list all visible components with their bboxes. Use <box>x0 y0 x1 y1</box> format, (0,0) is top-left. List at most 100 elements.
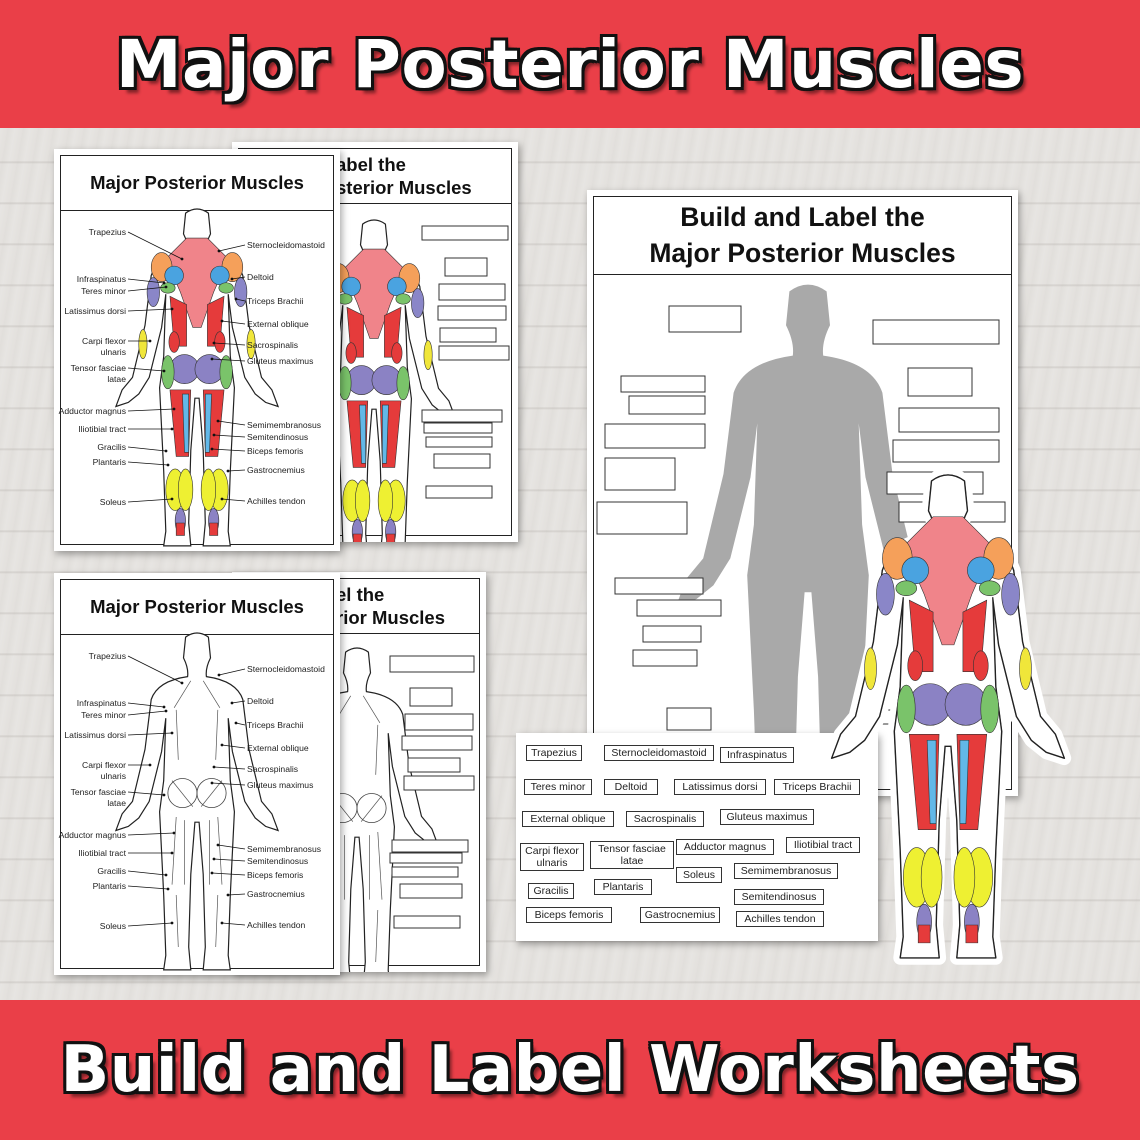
label-right: External oblique <box>247 319 309 329</box>
label-left: Latissimus dorsi <box>64 306 126 316</box>
word-tile[interactable]: Soleus <box>676 867 722 883</box>
answer-box <box>628 395 706 415</box>
word-tile[interactable]: Triceps Brachii <box>774 779 860 795</box>
label-left: Iliotibial tract <box>78 848 126 858</box>
answer-box <box>604 423 706 449</box>
word-tile[interactable]: Infraspinatus <box>720 747 794 763</box>
word-tile[interactable]: Tensor fasciae latae <box>590 841 674 869</box>
label-left: Adductor magnus <box>59 406 126 416</box>
label-left: Infraspinatus <box>77 274 126 284</box>
answer-box <box>642 625 702 643</box>
answer-box <box>425 436 493 448</box>
answer-box <box>391 839 469 853</box>
answer-box <box>882 653 934 671</box>
answer-boxes <box>596 305 1006 731</box>
label-right: Biceps femoris <box>247 870 303 880</box>
answer-box <box>389 655 475 673</box>
answer-boxes <box>389 655 475 929</box>
answer-box <box>892 439 1000 463</box>
label-left: ulnaris <box>101 771 126 781</box>
answer-box <box>399 883 463 899</box>
word-tile[interactable]: External oblique <box>522 811 614 827</box>
label-right: Triceps Brachii <box>247 720 304 730</box>
word-tile[interactable]: Iliotibial tract <box>786 837 860 853</box>
answer-box <box>596 501 688 535</box>
answer-box <box>872 319 1000 345</box>
label-right: Semimembranosus <box>247 420 321 430</box>
answer-box <box>907 367 973 397</box>
word-tile[interactable]: Plantaris <box>594 879 652 895</box>
label-right: Gluteus maximus <box>247 780 313 790</box>
answer-box <box>898 407 1000 433</box>
word-tile[interactable]: Achilles tendon <box>736 911 824 927</box>
word-tile[interactable]: Sternocleidomastoid <box>604 745 714 761</box>
label-right: Sacrospinalis <box>247 340 298 350</box>
word-tile[interactable]: Gluteus maximus <box>720 809 814 825</box>
label-worksheet-title: abel the sterior Muscles <box>238 148 512 204</box>
build-worksheet-title: Build and Label the Major Posterior Musc… <box>593 196 1012 275</box>
word-tile[interactable]: Gastrocnemius <box>640 907 720 923</box>
answer-box <box>668 305 742 333</box>
bottom-banner-title: Build and Label Worksheets <box>60 1033 1080 1107</box>
answer-box <box>437 305 507 321</box>
word-tile[interactable]: Semitendinosus <box>734 889 824 905</box>
answer-box <box>620 375 706 393</box>
label-left: Trapezius <box>89 227 126 237</box>
label-left: Latissimus dorsi <box>64 730 126 740</box>
word-tile[interactable]: Gracilis <box>528 883 574 899</box>
label-left: Adductor magnus <box>59 830 126 840</box>
answer-box <box>439 327 497 343</box>
answer-box <box>886 627 940 645</box>
label-left: Teres minor <box>81 710 126 720</box>
word-tile[interactable]: Biceps femoris <box>526 907 612 923</box>
label-left: Carpi flexor <box>82 760 126 770</box>
answer-box <box>421 225 509 241</box>
label-right: Gastrocnemius <box>247 465 305 475</box>
answer-box <box>423 422 493 434</box>
build-and-label-worksheet: Build and Label the Major Posterior Musc… <box>587 190 1018 796</box>
label-right: Biceps femoris <box>247 446 303 456</box>
answer-box <box>614 577 704 595</box>
label-left: Soleus <box>100 497 126 507</box>
label-right: Sternocleidomastoid <box>247 240 325 250</box>
word-tile[interactable]: Teres minor <box>524 779 592 795</box>
answer-box <box>393 915 461 929</box>
label-right: Achilles tendon <box>247 920 306 930</box>
answer-box <box>444 257 488 277</box>
top-banner: Major Posterior Muscles <box>0 0 1140 128</box>
label-right: Triceps Brachii <box>247 296 304 306</box>
answer-box <box>886 471 984 495</box>
label-right: Deltoid <box>247 696 274 706</box>
label-right: Semitendinosus <box>247 432 308 442</box>
answer-box <box>878 593 940 611</box>
answer-box <box>401 735 473 751</box>
gray-body-silhouette <box>676 284 940 796</box>
word-tile[interactable]: Latissimus dorsi <box>674 779 766 795</box>
label-left: Infraspinatus <box>77 698 126 708</box>
label-left: Trapezius <box>89 651 126 661</box>
label-left: Teres minor <box>81 286 126 296</box>
word-tile[interactable]: Carpi flexor ulnaris <box>520 843 584 871</box>
label-right: External oblique <box>247 743 309 753</box>
word-tile[interactable]: Adductor magnus <box>676 839 774 855</box>
label-right: Achilles tendon <box>247 496 306 506</box>
label-right: Deltoid <box>247 272 274 282</box>
answer-box <box>636 599 722 617</box>
answer-box <box>433 453 491 469</box>
label-left: Gracilis <box>97 442 126 452</box>
label-right: Gastrocnemius <box>247 889 305 899</box>
word-tile[interactable]: Deltoid <box>604 779 658 795</box>
word-tile[interactable]: Semimembranosus <box>734 863 838 879</box>
answer-box <box>421 409 503 423</box>
top-banner-title: Major Posterior Muscles <box>115 25 1025 103</box>
label-left: Iliotibial tract <box>78 424 126 434</box>
label-right: Sacrospinalis <box>247 764 298 774</box>
label-left: Carpi flexor <box>82 336 126 346</box>
word-tile[interactable]: Trapezius <box>526 745 582 761</box>
label-right: Semitendinosus <box>247 856 308 866</box>
answer-box <box>898 501 1006 523</box>
word-tile[interactable]: Sacrospinalis <box>626 811 704 827</box>
